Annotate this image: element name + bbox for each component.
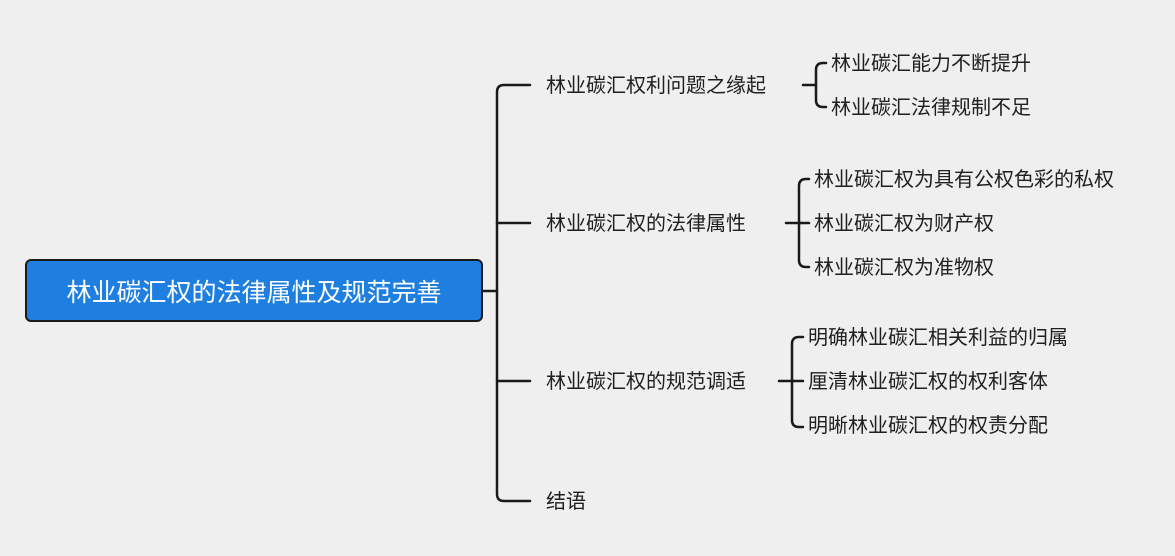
subtopic-capacity-rising[interactable]: 林业碳汇能力不断提升 <box>831 51 1031 75</box>
root-topic[interactable]: 林业碳汇权的法律属性及规范完善 <box>25 259 483 322</box>
branch-topic-origin[interactable]: 林业碳汇权利问题之缘起 <box>546 73 766 97</box>
branch-topic-regulation[interactable]: 林业碳汇权的规范调适 <box>546 369 746 393</box>
subtopic-interest-ownership[interactable]: 明确林业碳汇相关利益的归属 <box>808 325 1068 349</box>
branch-topic-conclusion[interactable]: 结语 <box>546 489 586 513</box>
subtopic-quasi-real-right[interactable]: 林业碳汇权为准物权 <box>814 255 994 279</box>
subtopic-private-right[interactable]: 林业碳汇权为具有公权色彩的私权 <box>814 167 1114 191</box>
subtopic-right-object[interactable]: 厘清林业碳汇权的权利客体 <box>808 369 1048 393</box>
subtopic-responsibility-allocation[interactable]: 明晰林业碳汇权的权责分配 <box>808 413 1048 437</box>
subtopic-property-right[interactable]: 林业碳汇权为财产权 <box>814 211 994 235</box>
main-trunk <box>495 83 532 503</box>
branch-1-bracket <box>814 61 828 109</box>
branch-topic-legal-attribute[interactable]: 林业碳汇权的法律属性 <box>546 211 746 235</box>
subtopic-regulation-insufficient[interactable]: 林业碳汇法律规制不足 <box>831 95 1031 119</box>
